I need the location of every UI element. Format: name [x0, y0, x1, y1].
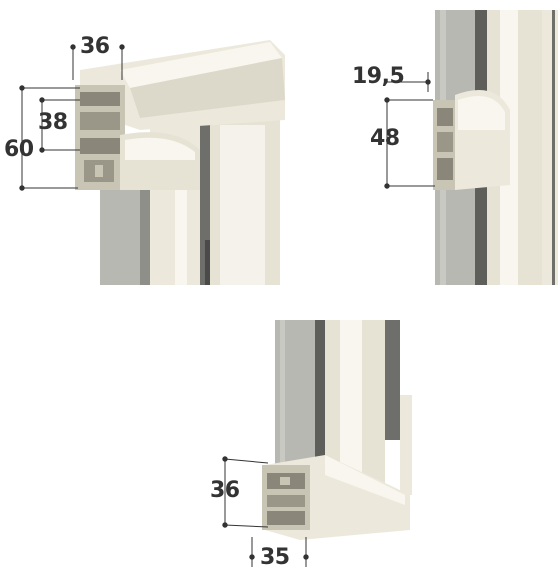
bottom-profile-panel: 36 35 — [180, 315, 440, 575]
dimension-lines — [19, 44, 125, 191]
dimension-label-width-19-5: 19,5 — [352, 64, 405, 89]
dimension-label-height-36: 36 — [210, 478, 240, 503]
slim-profile-panel: 19,5 48 — [300, 0, 558, 285]
bottom-profile-drawing — [222, 320, 412, 567]
corner-profile-panel: 36 38 60 — [0, 0, 290, 285]
dimension-label-height-48: 48 — [370, 126, 400, 151]
dimension-label-height-60: 60 — [4, 137, 34, 162]
wall-section — [100, 175, 140, 285]
slim-profile-drawing — [384, 10, 558, 285]
dimension-lines — [222, 456, 309, 567]
dimension-label-width-35: 35 — [260, 545, 290, 570]
dimension-label-width-36: 36 — [80, 34, 110, 59]
dimension-lines — [384, 72, 435, 189]
dimension-label-height-38: 38 — [38, 110, 68, 135]
corner-profile-drawing — [19, 40, 285, 285]
